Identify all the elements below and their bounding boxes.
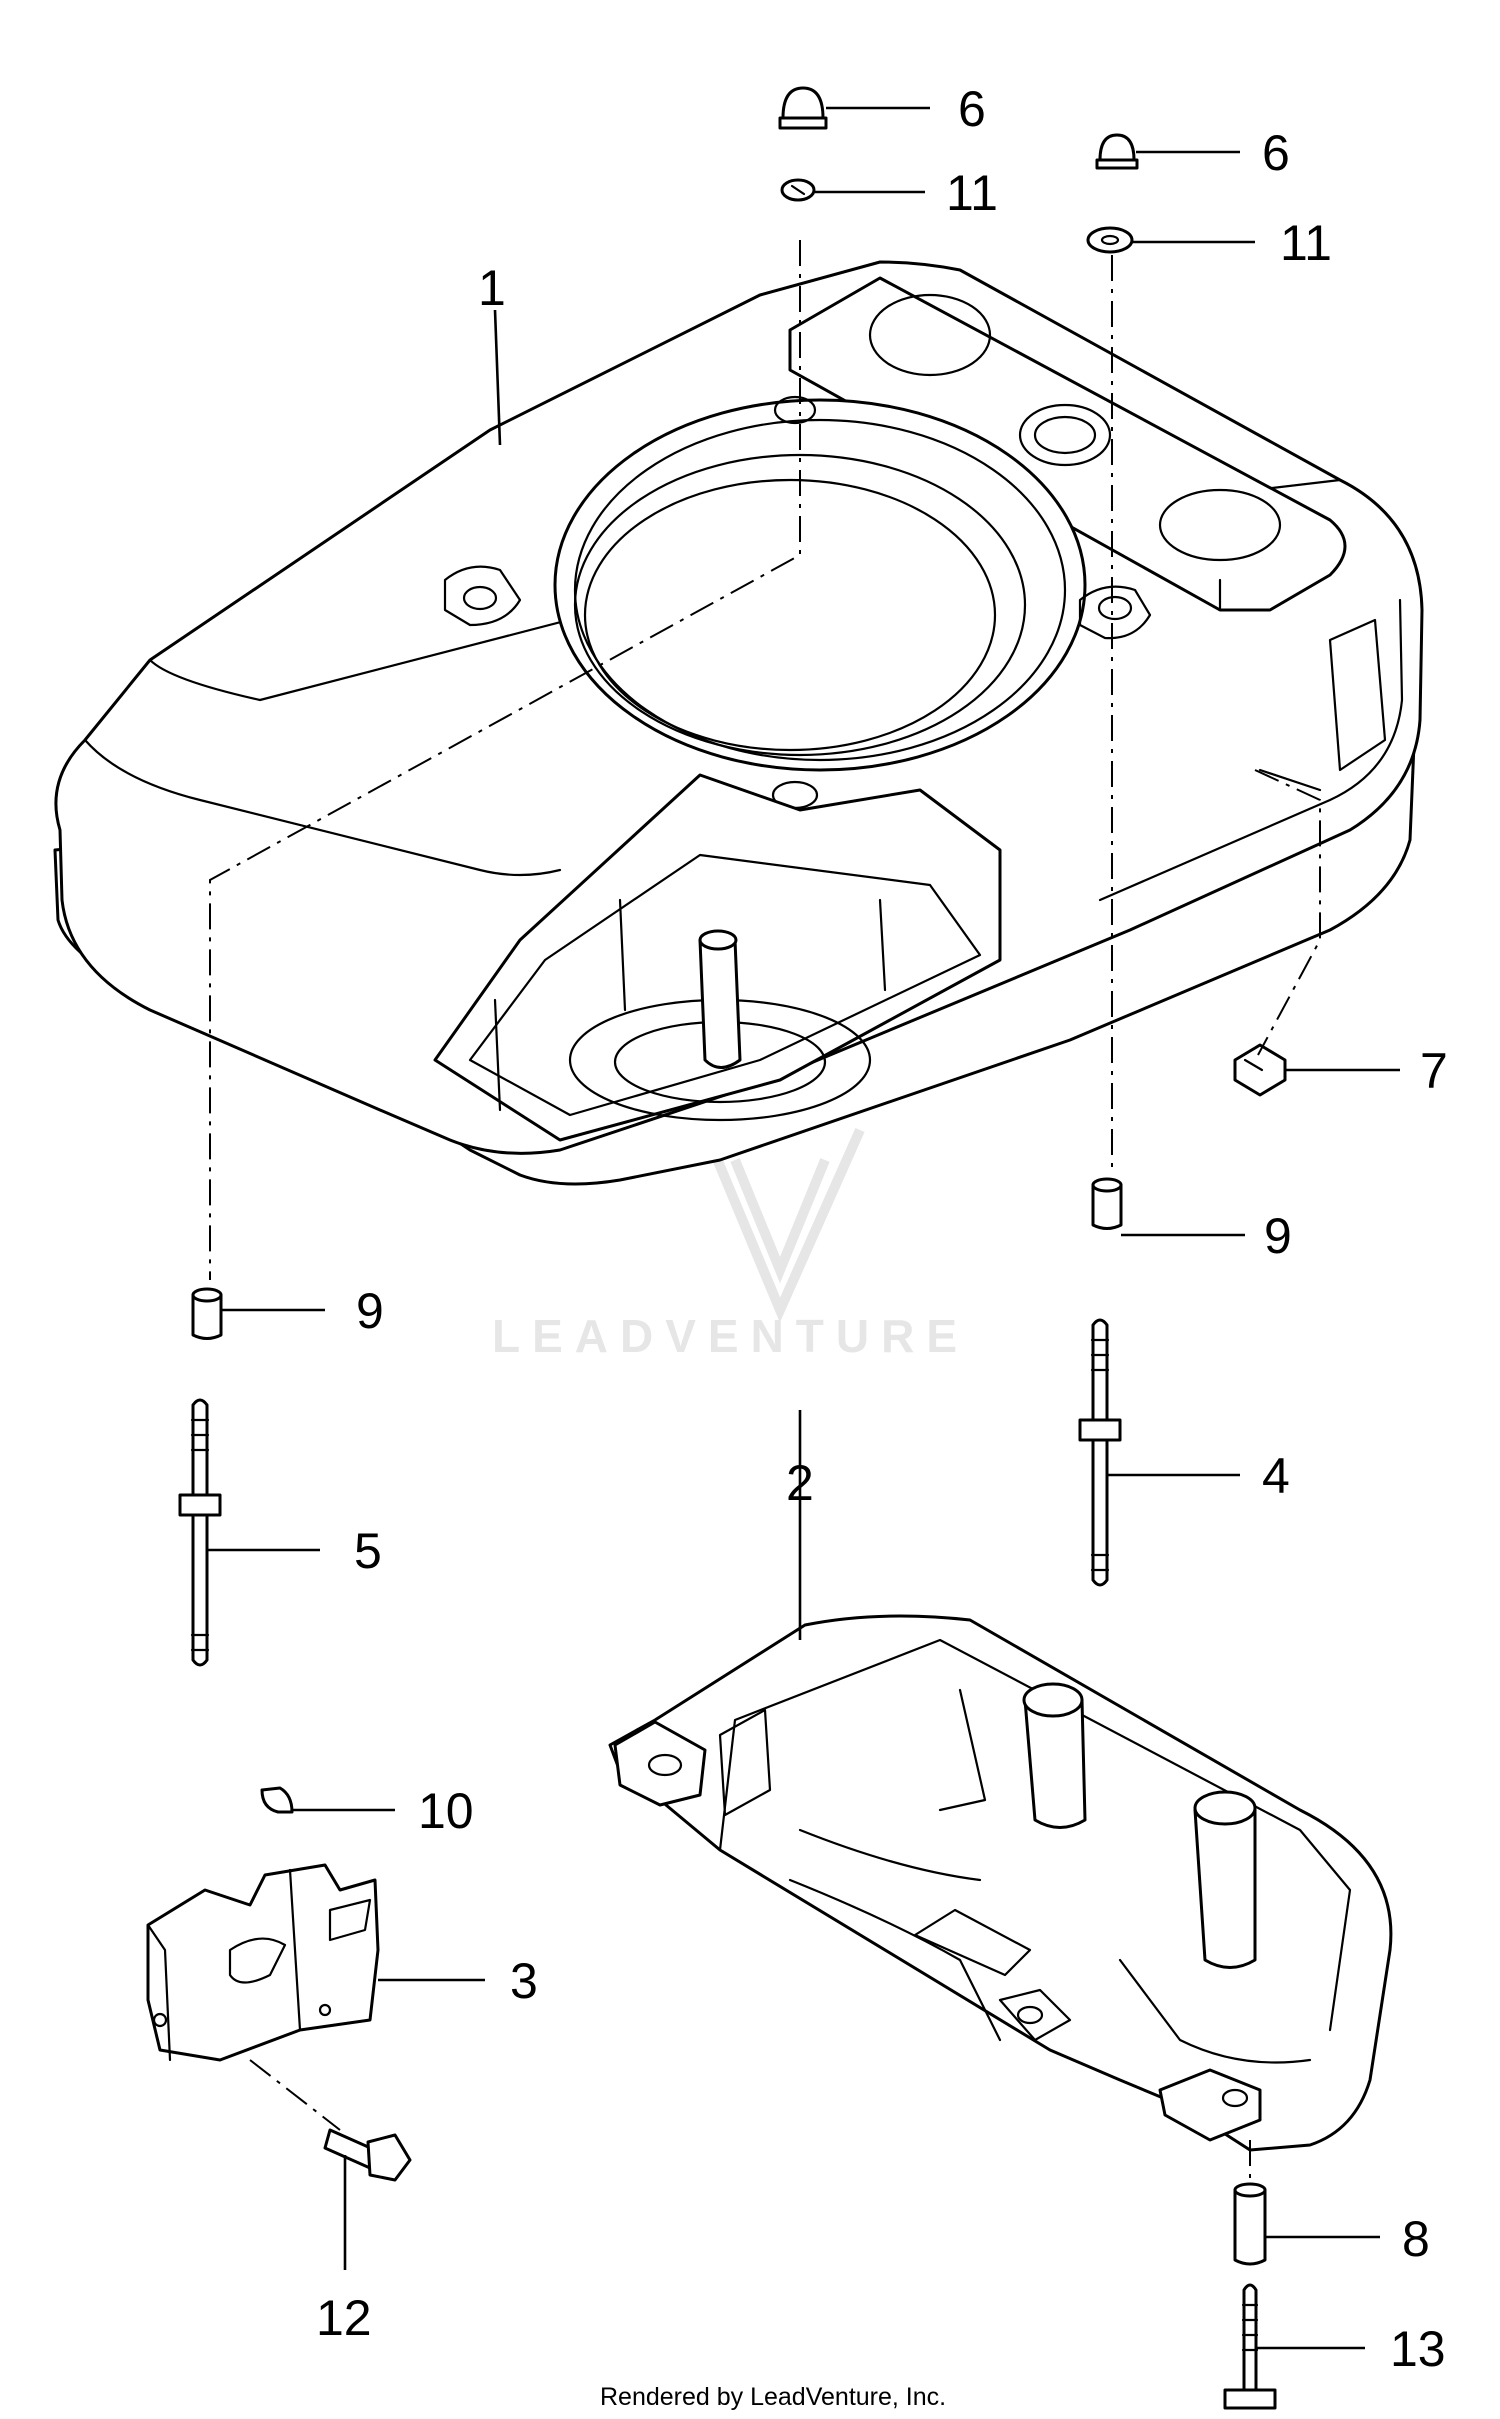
- callout-9-left: 9: [356, 1283, 384, 1339]
- callout-labels: 1 2 3 4 5 6 6 7 8 9 9 10 11 11 12 13: [316, 81, 1448, 2377]
- callout-2: 2: [786, 1455, 814, 1511]
- assembly-center-lines: [209, 240, 1321, 2185]
- part-8-spacer[interactable]: [1233, 2182, 1267, 2266]
- part-12-screw[interactable]: [323, 2128, 412, 2182]
- base-post-left: [1022, 1682, 1087, 1829]
- callout-11-left: 11: [946, 165, 998, 221]
- part-5-stud[interactable]: [178, 1398, 222, 1667]
- callout-11-right: 11: [1280, 215, 1332, 271]
- part-4-stud[interactable]: [1078, 1318, 1122, 1587]
- callout-6-right: 6: [1262, 125, 1290, 181]
- callout-1: 1: [478, 260, 506, 316]
- callout-8: 8: [1402, 2211, 1430, 2267]
- callout-3: 3: [510, 1953, 538, 2009]
- part-6-cap-nut-right[interactable]: [1095, 133, 1139, 170]
- base-post-right: [1193, 1790, 1257, 1969]
- callout-12: 12: [316, 2290, 372, 2346]
- part-7-nut[interactable]: [1233, 1043, 1287, 1097]
- part-11-washer-left[interactable]: [780, 178, 816, 202]
- callout-6-left: 6: [958, 81, 986, 137]
- callout-5: 5: [354, 1523, 382, 1579]
- part-1-blower-housing[interactable]: [53, 260, 1424, 1186]
- mounting-boss-left: [443, 565, 522, 627]
- part-2-base-housing[interactable]: [608, 1614, 1393, 2152]
- footer-credit: Rendered by LeadVenture, Inc.: [600, 2383, 946, 2411]
- callout-13: 13: [1390, 2321, 1446, 2377]
- part-9-spacer-left[interactable]: [191, 1287, 223, 1340]
- watermark-text: LEADVENTURE: [492, 1310, 969, 1362]
- mounting-boss-center: [773, 395, 817, 425]
- callout-10: 10: [418, 1783, 474, 1839]
- leadventure-watermark: LEADVENTURE: [492, 1075, 969, 1362]
- part-6-cap-nut-left[interactable]: [778, 86, 828, 130]
- part-11-washer-right[interactable]: [1086, 226, 1134, 254]
- callout-7: 7: [1420, 1043, 1448, 1099]
- callout-9-right: 9: [1264, 1208, 1292, 1264]
- part-13-bolt[interactable]: [1223, 2283, 1277, 2410]
- part-3-bracket[interactable]: [146, 1863, 380, 2062]
- callout-4: 4: [1262, 1448, 1290, 1504]
- part-9-spacer-right[interactable]: [1091, 1177, 1123, 1230]
- part-10-clip[interactable]: [260, 1786, 294, 1814]
- leader-lines: [207, 106, 1400, 2350]
